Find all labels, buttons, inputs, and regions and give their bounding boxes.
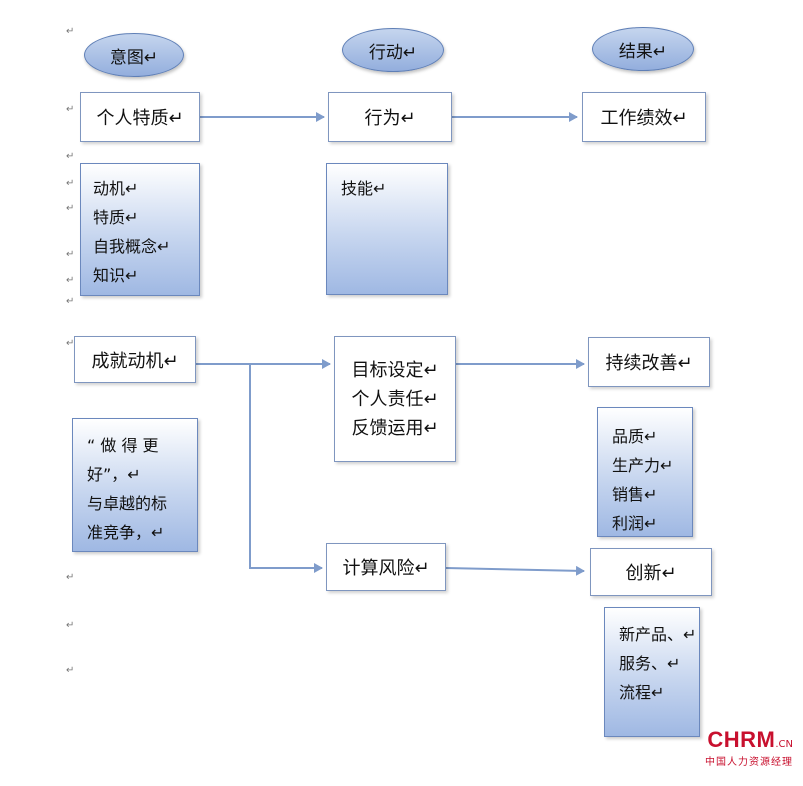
panel-line: 特质↵ xyxy=(93,208,139,227)
paragraph-mark: ↵ xyxy=(66,620,75,631)
paragraph-mark: ↵ xyxy=(66,249,75,260)
chrm-logo: CHRM.CN 中国人力资源经理 xyxy=(705,727,793,768)
panel-line: 品质↵ xyxy=(612,427,658,446)
panel-line: 新产品、↵ xyxy=(619,625,697,644)
panel-line: 动机↵ xyxy=(93,179,139,198)
header-action: 行动↵ xyxy=(342,28,444,72)
logo-suffix-text: .CN xyxy=(775,739,793,750)
paragraph-mark: ↵ xyxy=(66,296,75,307)
paragraph-mark: ↵ xyxy=(66,338,75,349)
panel-skills: 技能↵ xyxy=(326,163,448,295)
panel-line: 自我概念↵ xyxy=(93,237,171,256)
arrow-achievement-to-risk xyxy=(249,364,323,573)
panel-line: 技能↵ xyxy=(341,179,387,198)
paragraph-mark: ↵ xyxy=(66,275,75,286)
paragraph-mark: ↵ xyxy=(66,665,75,676)
goal-line: 个人责任↵ xyxy=(351,388,439,410)
arrow-risk-to-innovate xyxy=(445,565,585,576)
panel-line: 利润↵ xyxy=(612,514,658,533)
header-result: 结果↵ xyxy=(592,27,694,71)
box-achievement-motive: 成就动机↵ xyxy=(74,336,196,383)
paragraph-mark: ↵ xyxy=(66,178,75,189)
panel-improvement-areas: 品质↵ 生产力↵ 销售↵ 利润↵ xyxy=(597,407,693,537)
box-personal-trait: 个人特质↵ xyxy=(80,92,200,142)
box-behavior: 行为↵ xyxy=(328,92,452,142)
panel-trait-factors: 动机↵ 特质↵ 自我概念↵ 知识↵ xyxy=(80,163,200,296)
panel-innovation-areas: 新产品、↵ 服务、↵ 流程↵ xyxy=(604,607,700,737)
box-goal-setting: 目标设定↵ 个人责任↵ 反馈运用↵ xyxy=(334,336,456,462)
box-calculated-risk: 计算风险↵ xyxy=(326,543,446,591)
panel-line: 销售↵ xyxy=(612,485,658,504)
goal-line: 反馈运用↵ xyxy=(351,417,439,439)
panel-line: 流程↵ xyxy=(619,683,665,702)
panel-line: 与卓越的标 xyxy=(87,494,168,513)
panel-line: 生产力↵ xyxy=(612,456,674,475)
paragraph-mark: ↵ xyxy=(66,151,75,162)
logo-main-text: CHRM xyxy=(707,727,776,752)
box-innovation: 创新↵ xyxy=(590,548,712,596)
header-intent: 意图↵ xyxy=(84,33,184,77)
box-work-performance: 工作绩效↵ xyxy=(582,92,706,142)
box-continuous-improvement: 持续改善↵ xyxy=(588,337,710,387)
paragraph-mark: ↵ xyxy=(66,26,75,37)
panel-line: 服务、↵ xyxy=(619,654,681,673)
panel-line: 准竞争，↵ xyxy=(87,523,165,542)
panel-line: 知识↵ xyxy=(93,266,139,285)
paragraph-mark: ↵ xyxy=(66,203,75,214)
panel-line: “ 做 得 更 xyxy=(87,436,159,455)
panel-achievement-desc: “ 做 得 更 好”，↵ 与卓越的标 准竞争，↵ xyxy=(72,418,198,552)
paragraph-mark: ↵ xyxy=(66,572,75,583)
panel-line: 好”，↵ xyxy=(87,465,141,484)
paragraph-mark: ↵ xyxy=(66,104,75,115)
logo-subtitle: 中国人力资源经理 xyxy=(705,757,793,768)
goal-line: 目标设定↵ xyxy=(351,359,439,381)
